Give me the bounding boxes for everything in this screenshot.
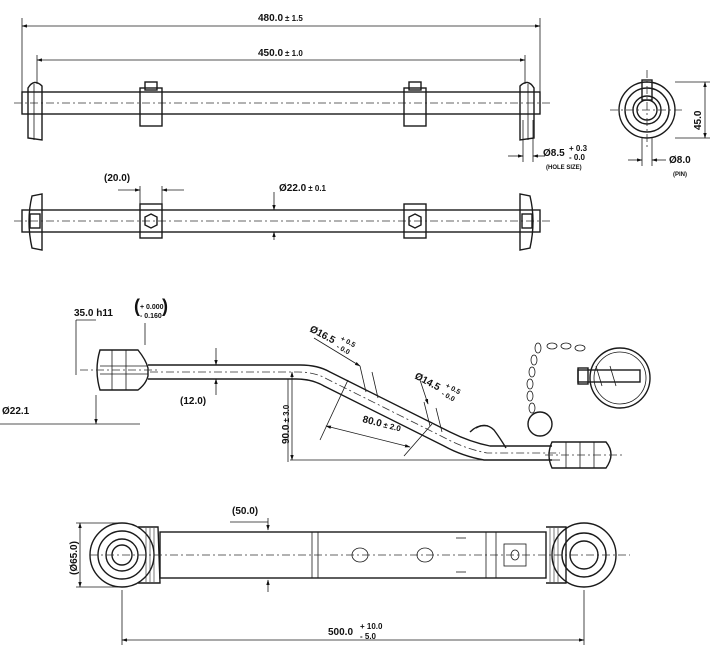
svg-text:Ø8.5: Ø8.5 bbox=[543, 148, 565, 159]
pin-end-view: 45.0 Ø8.0 (PIN) bbox=[610, 70, 710, 178]
link-top-view: (50.0) (Ø65.0) 500.0 bbox=[69, 506, 630, 645]
svg-text:(HOLE SIZE): (HOLE SIZE) bbox=[546, 165, 582, 171]
svg-text:(PIN): (PIN) bbox=[673, 172, 687, 178]
svg-text:- 5.0: - 5.0 bbox=[360, 632, 377, 641]
svg-text:450.0± 1.0: 450.0± 1.0 bbox=[258, 48, 303, 59]
svg-text:(Ø65.0): (Ø65.0) bbox=[69, 541, 80, 575]
svg-text:+ 0.3: + 0.3 bbox=[569, 144, 588, 153]
shaft-front-view: 480.0± 1.5 450.0± 1.0 Ø8.5 + 0.3 - 0.0 (… bbox=[14, 13, 588, 171]
svg-text:(: ( bbox=[134, 296, 140, 316]
svg-text:+ 0.000: + 0.000 bbox=[140, 304, 164, 311]
svg-text:Ø22.0± 0.1: Ø22.0± 0.1 bbox=[279, 183, 327, 194]
link-side-view: 35.0 h11 ( + 0.000 - 0.160 ) (12.0) Ø22.… bbox=[0, 296, 651, 469]
svg-text:- 0.160: - 0.160 bbox=[140, 313, 162, 320]
svg-text:+ 10.0: + 10.0 bbox=[360, 622, 383, 631]
svg-text:Ø14.5: Ø14.5 bbox=[413, 371, 443, 394]
svg-text:500.0: 500.0 bbox=[328, 627, 353, 638]
svg-text:Ø8.0: Ø8.0 bbox=[669, 155, 691, 166]
svg-text:80.0± 2.0: 80.0± 2.0 bbox=[361, 414, 402, 434]
svg-text:90.0± 3.0: 90.0± 3.0 bbox=[281, 404, 292, 444]
svg-text:(50.0): (50.0) bbox=[232, 506, 258, 517]
shaft-top-view: (20.0) Ø22.0± 0.1 bbox=[14, 173, 552, 251]
svg-text:45.0: 45.0 bbox=[693, 110, 704, 130]
svg-text:35.0 h11: 35.0 h11 bbox=[74, 308, 113, 319]
svg-text:480.0± 1.5: 480.0± 1.5 bbox=[258, 13, 303, 24]
svg-text:(20.0): (20.0) bbox=[104, 173, 130, 184]
linch-pin-chain bbox=[526, 342, 651, 437]
svg-text:- 0.0: - 0.0 bbox=[569, 153, 586, 162]
svg-text:(12.0): (12.0) bbox=[180, 396, 206, 407]
svg-text:Ø22.1: Ø22.1 bbox=[2, 406, 30, 417]
svg-text:): ) bbox=[162, 296, 168, 316]
